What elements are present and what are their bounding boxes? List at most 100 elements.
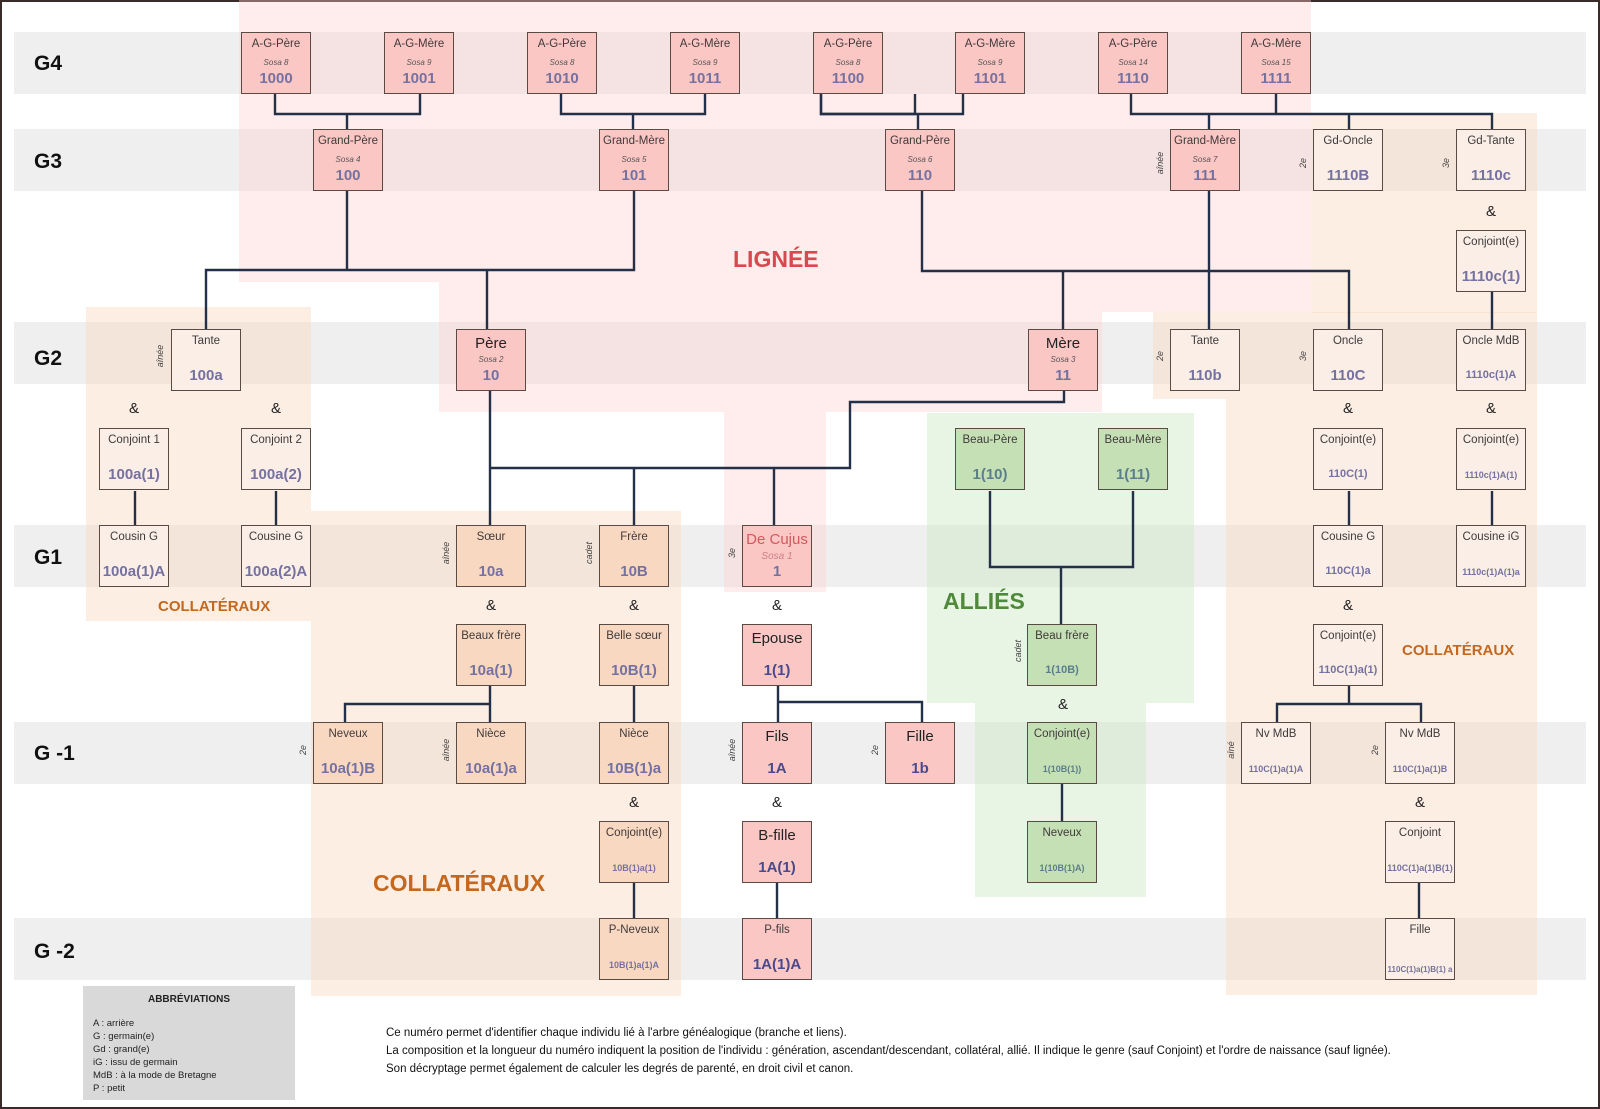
person-title: Grand-Mère	[1174, 135, 1236, 147]
person-number: 110C(1)a(1)B	[1392, 764, 1448, 774]
person-title: Beau frère	[1035, 630, 1089, 642]
person-sosa: Sosa 6	[907, 155, 933, 164]
union-symbol: &	[128, 400, 139, 417]
gen-label-g2: G2	[34, 347, 63, 370]
person-title: Tante	[191, 335, 221, 347]
zone-lignee-mid	[439, 282, 1102, 412]
person-title: A-G-Mère	[964, 38, 1016, 50]
person-sosa: Sosa 8	[549, 58, 575, 67]
person-sosa: Sosa 7	[1192, 155, 1218, 164]
person-sosa: Sosa 8	[263, 58, 289, 67]
person-number: 110C(1)a(1)	[1318, 664, 1378, 676]
birth-rank: cadet	[584, 541, 594, 565]
person-title: Nièce	[476, 728, 506, 740]
person-title: Cousine iG	[1462, 531, 1520, 543]
person-number: 11	[1055, 367, 1071, 384]
person-box[interactable]: Conjoint(e)1110c(1)	[1456, 230, 1526, 292]
person-title: Cousine G	[1320, 531, 1376, 543]
person-title: Tante	[1190, 335, 1220, 347]
person-title: Epouse	[751, 630, 803, 647]
zone-lignee-right	[1102, 282, 1311, 312]
person-sosa: Sosa 9	[977, 58, 1003, 67]
union-symbol: &	[628, 794, 639, 811]
person-title: Beaux frère	[461, 630, 521, 642]
person-sosa: Sosa 3	[1050, 355, 1076, 364]
person-title: Oncle MdB	[1462, 335, 1520, 347]
person-title: Conjoint(e)	[1462, 434, 1520, 446]
person-box[interactable]: Conjoint(e) 110C(1)a(1)	[1313, 624, 1383, 686]
person-title: Cousin G	[110, 531, 158, 543]
union-symbol: &	[1485, 203, 1496, 220]
person-number: 1110c(1)A(1)	[1464, 470, 1518, 480]
person-title: Conjoint(e)	[1319, 630, 1377, 642]
union-symbol: &	[1342, 597, 1353, 614]
person-number: 1(11)	[1115, 466, 1151, 483]
person-title: A-G-Mère	[1250, 38, 1302, 50]
person-number: 101	[621, 167, 647, 184]
person-number: 1(10B(1)A)	[1039, 863, 1085, 873]
abbreviation-item: P : petit	[93, 1083, 126, 1094]
person-title: P-fils	[764, 924, 790, 936]
person-box[interactable]: Conjoint(e)1(10B(1))	[1027, 722, 1097, 784]
person-box[interactable]: Conjoint(e)110C(1)	[1313, 428, 1383, 490]
person-number: 1A	[767, 760, 787, 777]
gen-label-gm1: G -1	[34, 742, 75, 765]
person-title: A-G-Mère	[393, 38, 445, 50]
person-title: A-G-Père	[1108, 38, 1158, 50]
union-symbol: &	[485, 597, 496, 614]
person-sosa: Sosa 9	[406, 58, 432, 67]
person-title: Gd-Tante	[1467, 135, 1515, 147]
person-box[interactable]: Conjoint(e) 1110c(1)A(1)	[1456, 428, 1526, 490]
abbreviation-item: iG : issu de germain	[93, 1057, 178, 1068]
person-box[interactable]: Conjoint(e)10B(1)a(1)	[599, 821, 669, 883]
